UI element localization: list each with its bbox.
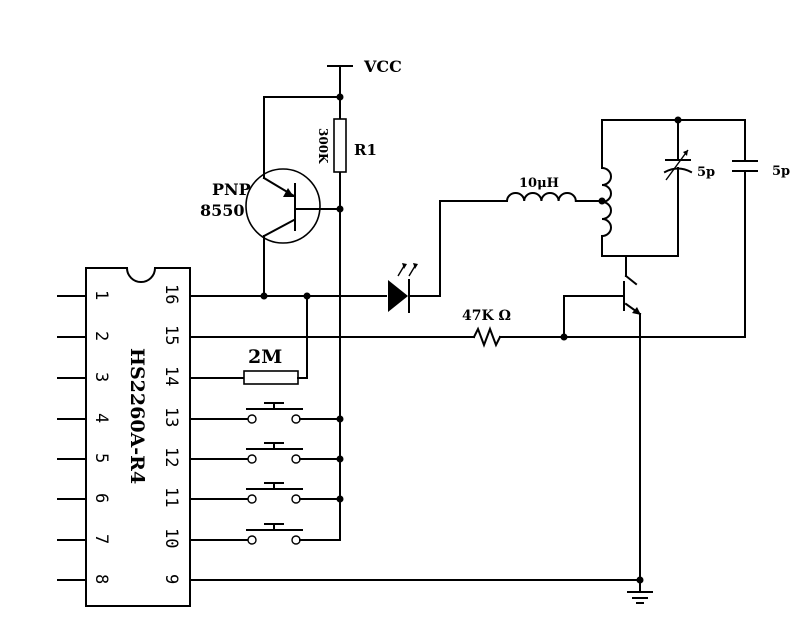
inductor-label: 10μH (519, 176, 559, 191)
pin16-net (189, 292, 387, 379)
ic-pin-9: 9 (161, 574, 181, 584)
r1-label: R1 (354, 141, 377, 159)
ic-hs2260a (57, 267, 191, 607)
resistor-r1 (333, 118, 347, 173)
ic-pin-7: 7 (91, 534, 111, 544)
ic-pin-1: 1 (91, 290, 111, 300)
ic-pin-2: 2 (91, 331, 111, 341)
ic-pin-14: 14 (161, 366, 181, 386)
ic-pin-6: 6 (91, 493, 111, 503)
resistor-2m-label: 2M (248, 346, 282, 368)
ground-net (189, 576, 653, 604)
ic-pin-16: 16 (161, 284, 181, 304)
lc-tank (439, 116, 758, 338)
npn-transistor (560, 255, 642, 581)
transistor-type-label: PNP (212, 180, 251, 199)
ic-pin-13: 13 (161, 407, 181, 427)
ic-pin-3: 3 (91, 372, 111, 382)
pin15-net (189, 326, 746, 348)
resistor-47k-label: 47K Ω (462, 308, 511, 324)
r1-value-label: 300K (316, 128, 330, 164)
switch-pin10 (189, 523, 341, 545)
switch-pin11 (189, 482, 341, 504)
fixed-cap-label: 5p (772, 164, 790, 179)
trim-cap-label: 5p (697, 165, 715, 180)
ic-pin-5: 5 (91, 453, 111, 463)
pnp-transistor (245, 168, 341, 297)
switch-pin13 (189, 402, 341, 424)
vcc-label: VCC (363, 57, 402, 76)
ic-pin-4: 4 (91, 413, 111, 423)
led-diode (388, 263, 441, 313)
ic-pin-12: 12 (161, 447, 181, 467)
ic-pin-10: 10 (161, 528, 181, 548)
pin14-net (189, 370, 308, 385)
switch-pin12 (189, 442, 341, 464)
transistor-part-label: 8550 (200, 201, 245, 220)
ic-pin-8: 8 (91, 574, 111, 584)
ic-pin-11: 11 (161, 487, 181, 507)
ic-name-label: HS2260A-R4 (126, 348, 148, 484)
ic-pin-15: 15 (161, 325, 181, 345)
